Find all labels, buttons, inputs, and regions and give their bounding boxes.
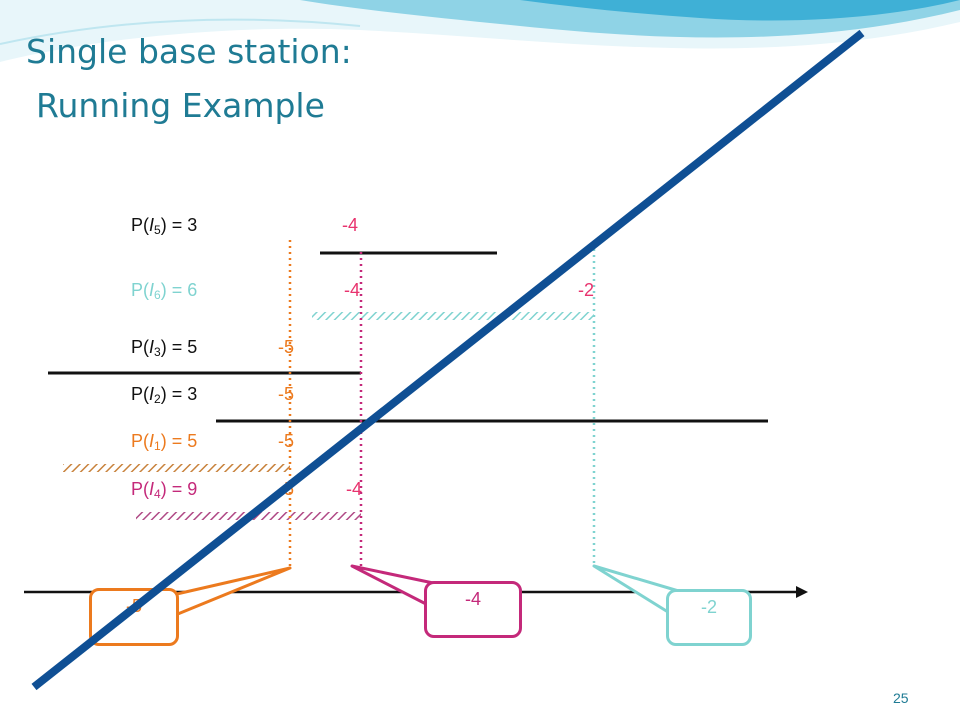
value-i5-a: -4 [342, 215, 359, 235]
value-i3-a: -5 [278, 337, 295, 357]
value-i4-a: -5 [278, 479, 295, 499]
callout-cyan: -2 [666, 589, 752, 646]
callout-magenta-label: -4 [464, 589, 481, 609]
value-i2-a: -5 [278, 384, 295, 404]
interval-bar-i1 [63, 464, 290, 472]
interval-label-i5: P(I5) = 3 [131, 215, 198, 237]
callout-orange: -5 [89, 588, 179, 646]
value-i6-a: -4 [344, 280, 361, 300]
interval-bar-i6 [312, 312, 594, 320]
interval-bar-i4 [136, 512, 361, 520]
wave-dark [520, 0, 960, 21]
value-i1-a: -5 [278, 431, 295, 451]
slide-title-line-2: Running Example [36, 86, 325, 125]
value-i6-b: -2 [578, 280, 595, 300]
interval-label-i1: P(I1) = 5 [131, 431, 198, 453]
value-i4-b: -4 [346, 479, 363, 499]
callout-cyan-label: -2 [700, 597, 717, 617]
interval-label-i4: P(I4) = 9 [131, 479, 198, 501]
interval-label-i3: P(I3) = 5 [131, 337, 198, 359]
page-number: 25 [893, 690, 909, 706]
callout-magenta: -4 [424, 581, 522, 638]
interval-label-i6: P(I6) = 6 [131, 280, 198, 302]
callout-orange-label: -5 [125, 596, 142, 616]
interval-label-i2: P(I2) = 3 [131, 384, 198, 406]
slide-title-line-1: Single base station: [26, 32, 352, 71]
axis-arrowhead [796, 586, 808, 598]
